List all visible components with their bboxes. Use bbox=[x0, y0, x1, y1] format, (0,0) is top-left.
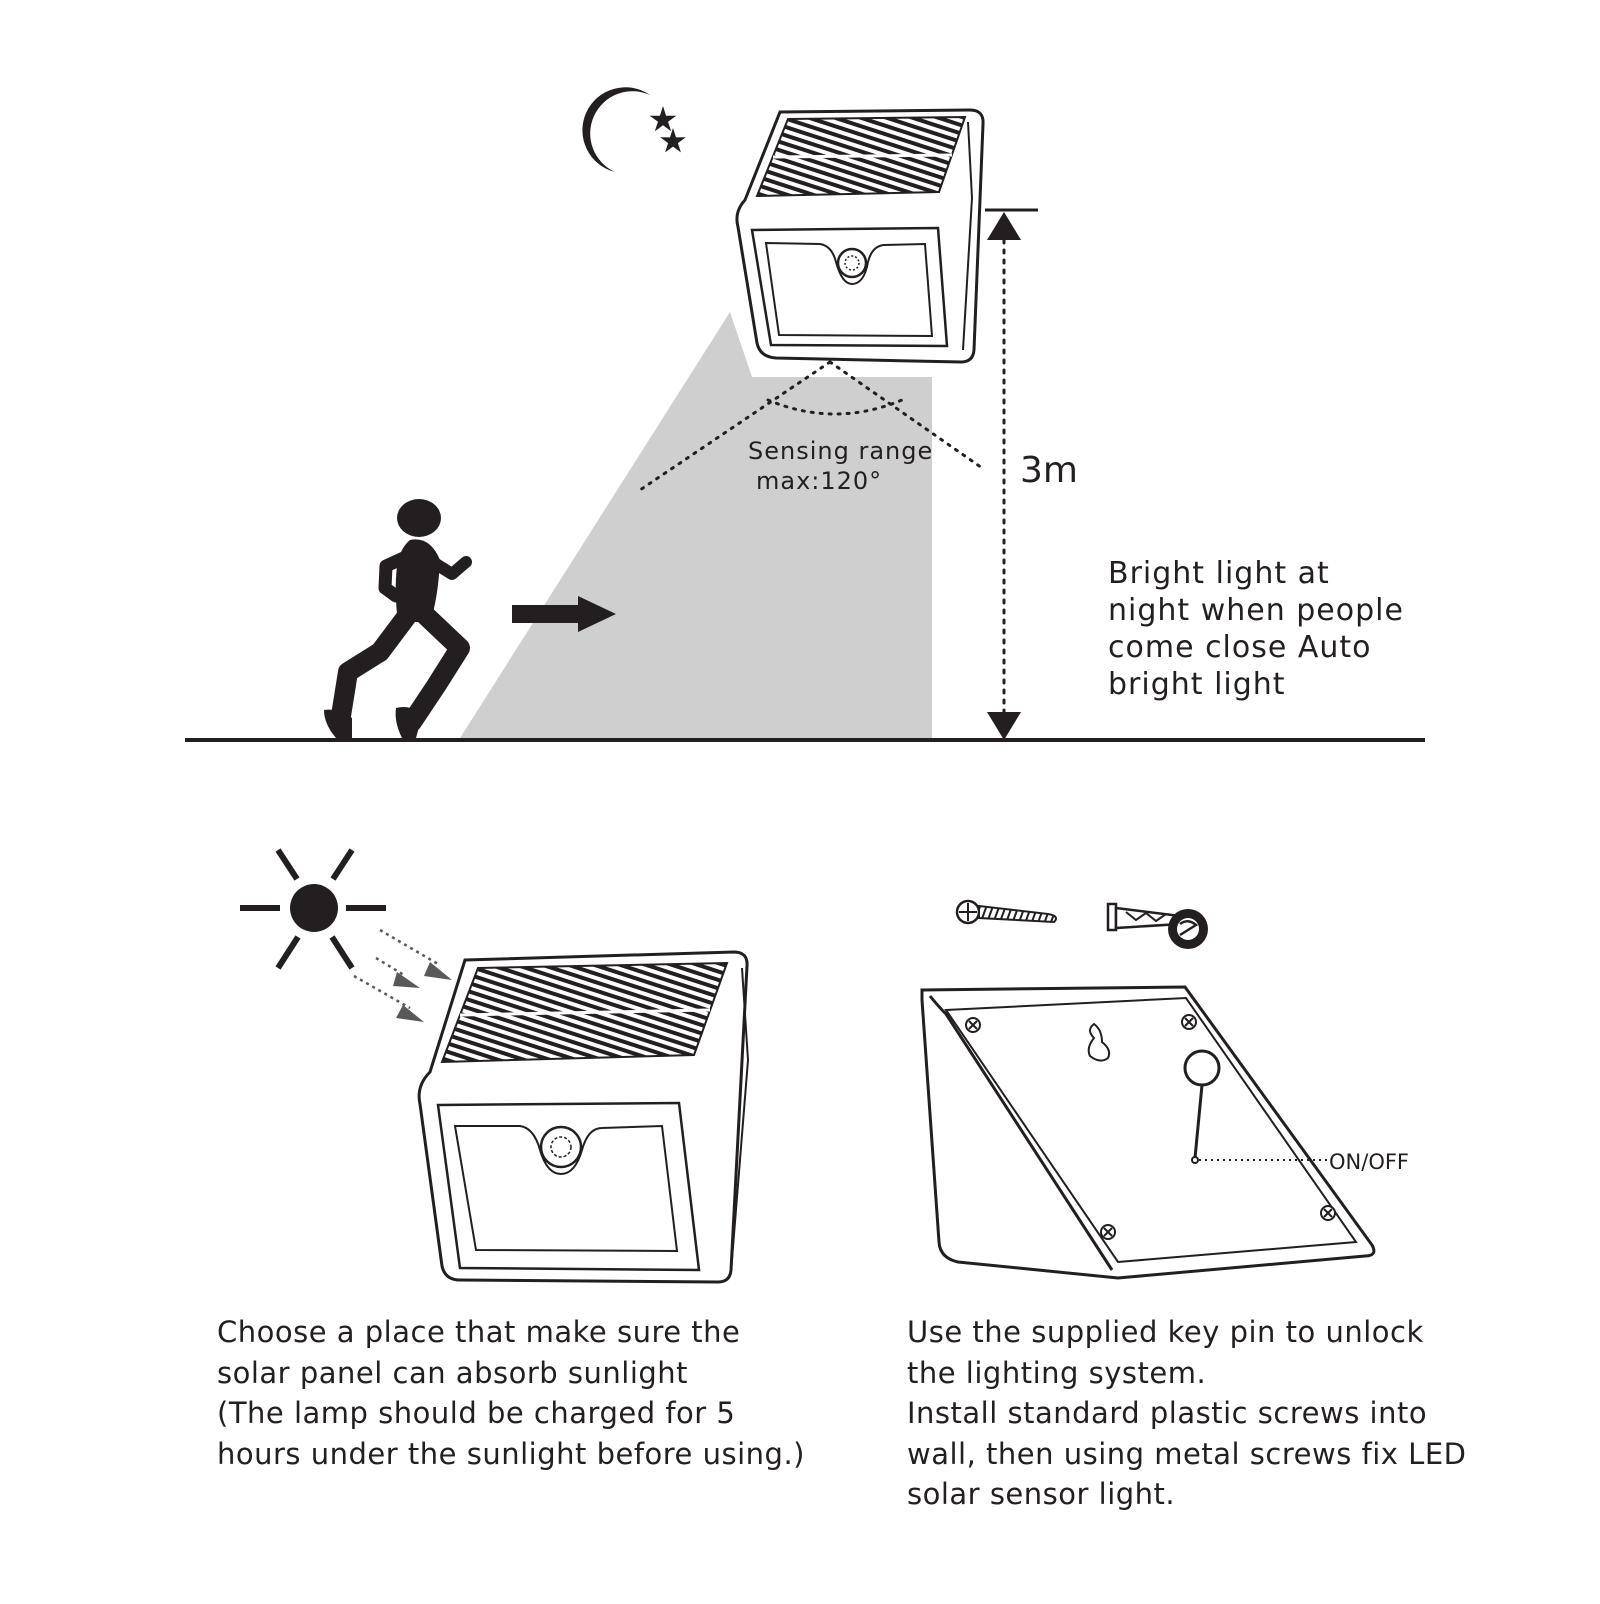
sensing-range-cone bbox=[638, 360, 987, 492]
sunlight-caption-line: hours under the sunlight before using.) bbox=[217, 1436, 805, 1471]
star-icon bbox=[649, 106, 677, 132]
pir-sensor bbox=[836, 247, 868, 279]
night-icon-group bbox=[582, 87, 686, 172]
installation-caption: Use the supplied key pin to unlock the l… bbox=[907, 1312, 1466, 1515]
night-description-line: Bright light at bbox=[1108, 556, 1330, 591]
arrow-down-icon bbox=[987, 712, 1021, 740]
sensing-range-line: max:120° bbox=[756, 467, 883, 495]
sunlight-caption-line: Choose a place that make sure the bbox=[217, 1315, 741, 1349]
arrow-up-icon bbox=[987, 212, 1021, 240]
metal-screw-icon bbox=[955, 899, 1057, 925]
light-beam bbox=[460, 312, 932, 738]
onoff-label: ON/OFF bbox=[1329, 1150, 1410, 1174]
pir-sensor bbox=[539, 1125, 583, 1169]
sunlight-caption-line: (The lamp should be charged for 5 bbox=[217, 1396, 736, 1430]
solar-light-mounted bbox=[735, 108, 985, 364]
sunlight-arrows bbox=[353, 928, 452, 1022]
sunlight-caption-line: solar panel can absorb sunlight bbox=[217, 1355, 689, 1390]
solar-light-back bbox=[920, 985, 1376, 1280]
plastic-anchor-icon bbox=[1106, 902, 1208, 949]
height-label: 3m bbox=[1020, 450, 1078, 491]
height-dimension bbox=[985, 208, 1038, 740]
night-description-line: night when people bbox=[1108, 593, 1404, 628]
arrow-icon bbox=[393, 972, 420, 988]
solar-light-front bbox=[417, 950, 750, 1284]
night-description-line: bright light bbox=[1108, 667, 1286, 702]
sensing-range-line: Sensing range bbox=[748, 437, 934, 465]
installation-caption-line: solar sensor light. bbox=[907, 1477, 1176, 1511]
arrow-icon bbox=[424, 962, 452, 980]
arrow-right-icon bbox=[512, 596, 616, 632]
keyhole-slot bbox=[1087, 1022, 1111, 1062]
sun-icon bbox=[240, 848, 386, 970]
sensing-range-label: Sensing range max:120° bbox=[748, 436, 933, 496]
switch-hole bbox=[1183, 1049, 1221, 1087]
night-description: Bright light at night when people come c… bbox=[1108, 555, 1404, 703]
running-person-icon bbox=[324, 499, 472, 738]
installation-caption-line: wall, then using metal screws fix LED bbox=[907, 1436, 1467, 1471]
installation-caption-line: the lighting system. bbox=[907, 1355, 1207, 1390]
installation-caption-line: Install standard plastic screws into bbox=[907, 1396, 1428, 1430]
night-description-line: come close Auto bbox=[1108, 630, 1372, 665]
installation-caption-line: Use the supplied key pin to unlock bbox=[907, 1315, 1424, 1349]
key-pin bbox=[1193, 1084, 1204, 1159]
mounting-screw-holes bbox=[965, 1014, 1336, 1240]
arrow-icon bbox=[396, 1005, 424, 1022]
sunlight-caption: Choose a place that make sure the solar … bbox=[217, 1312, 805, 1474]
star-icon bbox=[660, 128, 686, 153]
crescent-moon-icon bbox=[582, 87, 650, 172]
